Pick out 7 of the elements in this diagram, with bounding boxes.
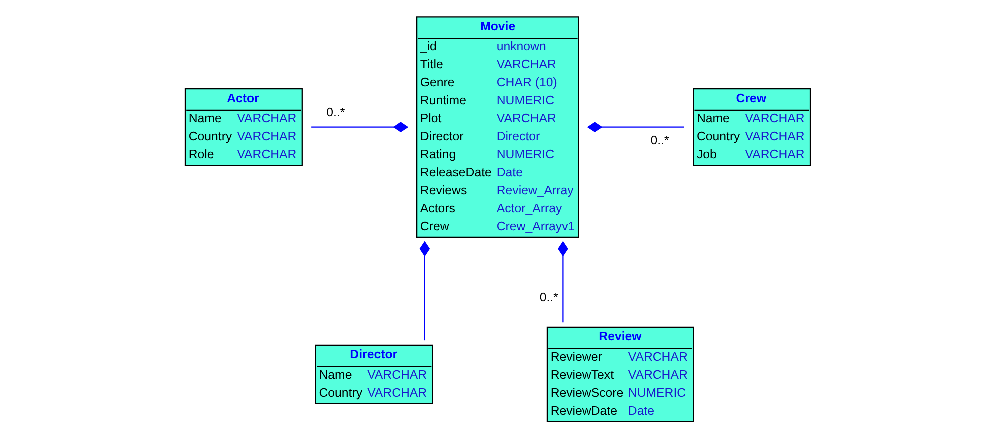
edge-label: 0..* <box>539 290 558 304</box>
connector <box>419 241 430 341</box>
connector <box>586 122 684 132</box>
connector <box>558 241 568 323</box>
connector <box>311 122 408 132</box>
edge-label: 0..* <box>326 105 345 120</box>
edge-label: 0..* <box>650 134 669 148</box>
